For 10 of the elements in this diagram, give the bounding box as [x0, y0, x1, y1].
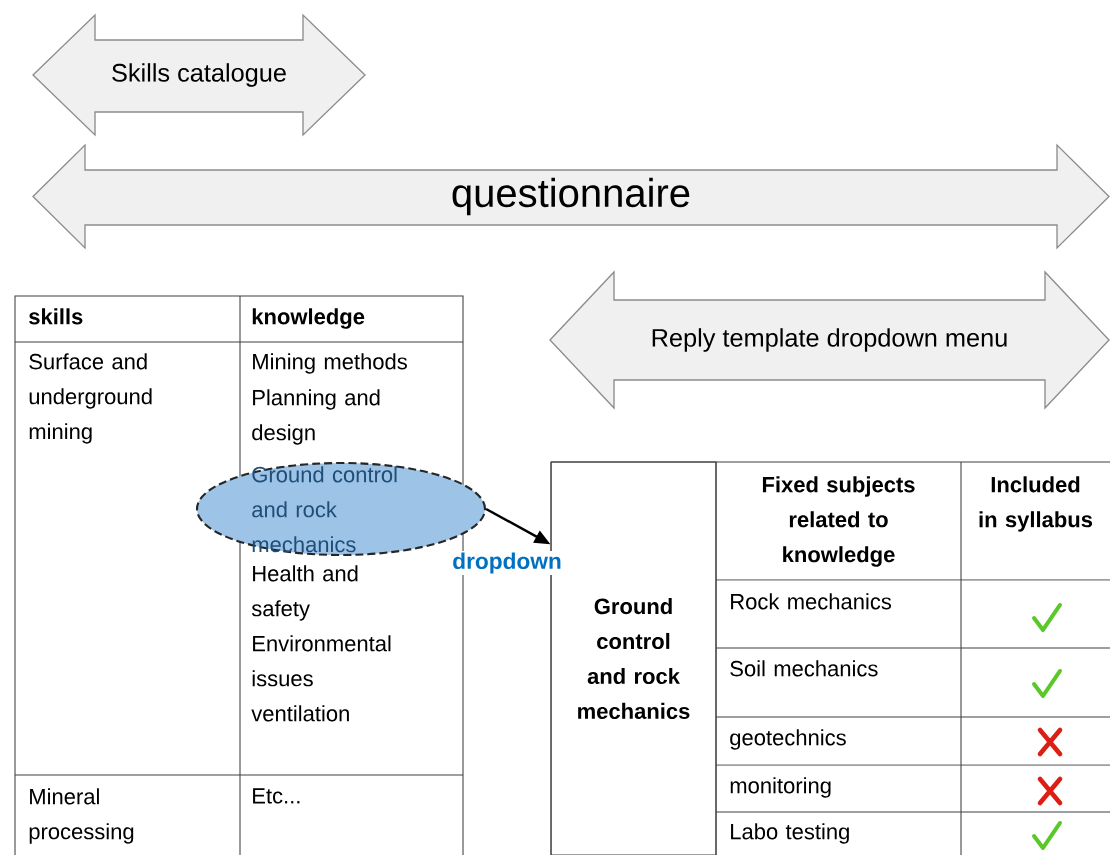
header-text: Fixed subjects related to knowledge	[762, 476, 915, 567]
header-text: skills	[29, 308, 83, 325]
cell-text: Mining methods	[253, 353, 407, 374]
edge-label: dropdown	[450, 551, 564, 575]
cell-text: Etc...	[253, 788, 300, 804]
cell-text: ventilation	[251, 705, 349, 722]
header-text: knowledge	[252, 308, 365, 329]
header-text: Included in syllabus	[979, 476, 1093, 532]
cell-text: Mineral processing	[29, 788, 134, 844]
cell-text: Surface and underground mining	[29, 353, 152, 444]
